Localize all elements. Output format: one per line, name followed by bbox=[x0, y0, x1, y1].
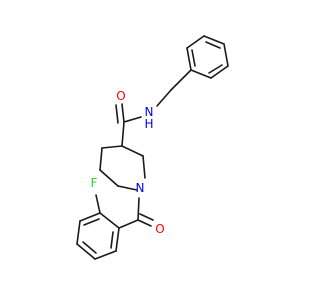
bond bbox=[95, 194, 101, 214]
bond bbox=[117, 185, 138, 191]
bond bbox=[137, 197, 140, 221]
bond bbox=[210, 65, 229, 79]
bond bbox=[99, 169, 119, 187]
bond bbox=[170, 69, 192, 91]
piperidine-ring bbox=[99, 121, 146, 191]
aromatic-double-bond bbox=[205, 41, 221, 49]
structure-svg: N H O N O F bbox=[76, 35, 229, 260]
bond bbox=[186, 47, 192, 71]
aromatic-double-bond bbox=[82, 241, 97, 254]
aromatic-double-bond bbox=[191, 49, 196, 67]
carbonyl-double-bond bbox=[115, 104, 119, 124]
bond bbox=[118, 219, 139, 229]
aromatic-double-bond bbox=[83, 218, 100, 226]
molecule-diagram: N H O N O F bbox=[76, 35, 229, 260]
aromatic-double-bond bbox=[110, 231, 114, 249]
bond bbox=[121, 121, 125, 147]
bond bbox=[123, 116, 142, 123]
bond bbox=[223, 43, 229, 67]
bond bbox=[121, 145, 144, 157]
amide-oxygen-label: O bbox=[116, 89, 125, 103]
bond bbox=[142, 155, 146, 179]
bond bbox=[99, 212, 120, 229]
bond bbox=[115, 227, 120, 252]
bond bbox=[76, 220, 81, 245]
bond bbox=[203, 35, 225, 45]
bond bbox=[101, 145, 123, 149]
bond bbox=[76, 243, 96, 260]
carbonyl-double-bond bbox=[139, 213, 154, 221]
bond bbox=[79, 212, 101, 222]
aromatic-double-bond bbox=[208, 64, 223, 74]
benzyl-ring bbox=[186, 35, 229, 79]
bond bbox=[156, 89, 172, 107]
bond bbox=[190, 69, 212, 79]
bond bbox=[186, 35, 205, 49]
ring-nitrogen-label: N bbox=[136, 181, 145, 195]
amide-hydrogen-label: H bbox=[144, 117, 153, 131]
carbonyl-double-bond bbox=[121, 103, 125, 123]
carbonyl-double-bond bbox=[137, 219, 152, 227]
fluorophenyl-ring bbox=[76, 212, 120, 260]
bond bbox=[99, 147, 103, 171]
fluorine-label: F bbox=[91, 176, 98, 190]
ketone-oxygen-label: O bbox=[155, 222, 164, 236]
bond bbox=[94, 250, 117, 260]
amide-nitrogen-label: N bbox=[145, 105, 154, 119]
